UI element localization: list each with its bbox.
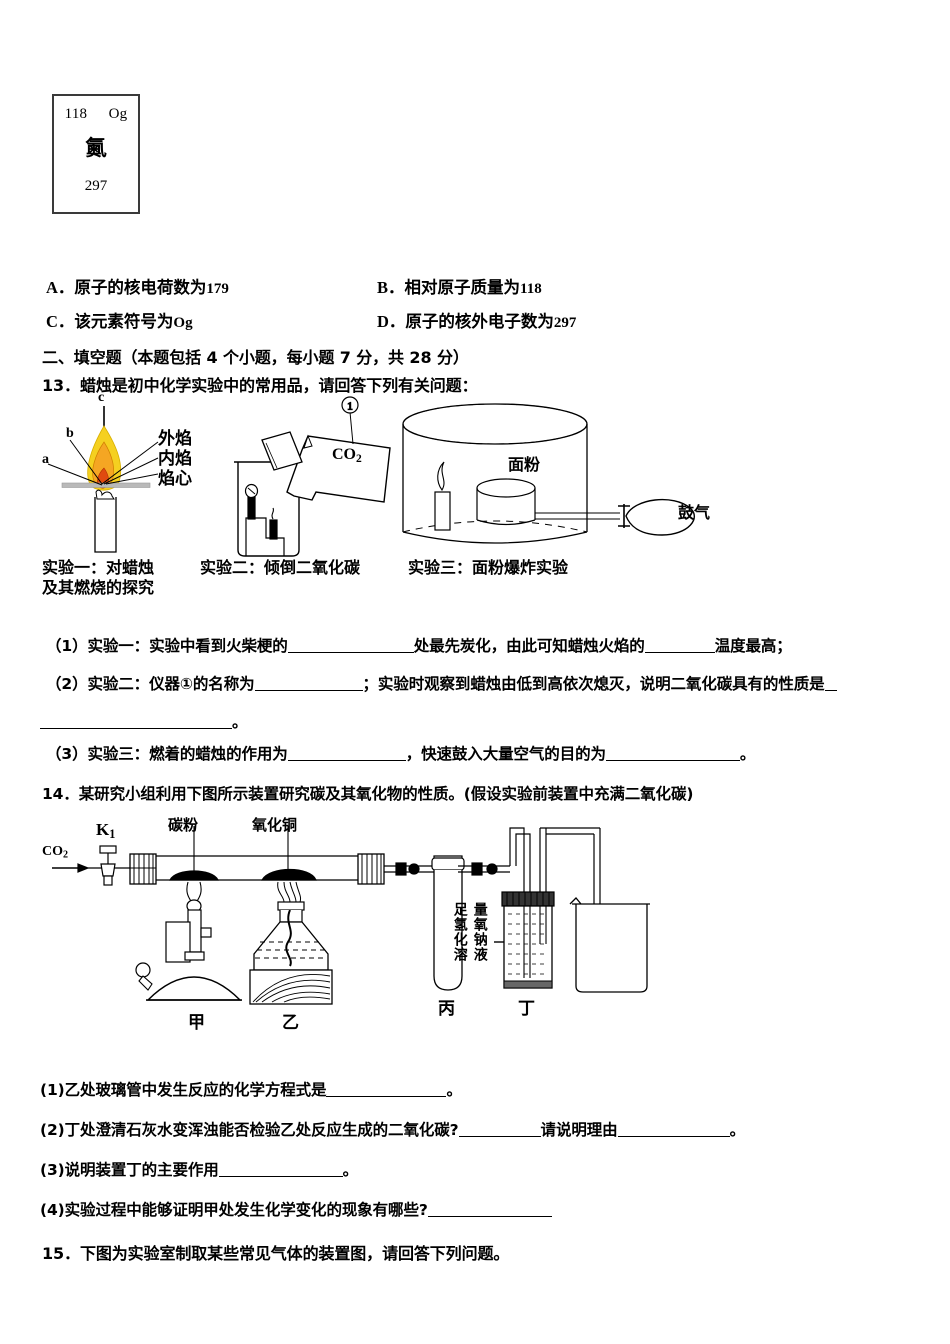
- figure-14-svg: [52, 826, 650, 1005]
- option-a-text: 原子的核电荷数为: [74, 278, 207, 297]
- answer-blank[interactable]: [824, 690, 837, 691]
- apparatus-label-bing: 丙: [438, 999, 455, 1019]
- question-14-figure: CO2 K1 碳粉 氧化铜 量氧钠液 足氢化溶 甲 乙 丙 丁: [40, 816, 680, 1050]
- answer-blank[interactable]: [254, 690, 363, 691]
- question-13-part-2-cont: 。: [40, 710, 248, 732]
- option-d-value: 297: [553, 315, 577, 331]
- experiment-3-flour-explosion: [402, 403, 696, 544]
- figure-13-svg: 1: [47, 396, 696, 557]
- answer-blank[interactable]: [617, 1136, 730, 1137]
- co2-bottle-label: CO2: [332, 446, 362, 465]
- flour-label: 面粉: [508, 455, 541, 474]
- experiment-3-caption: 实验三：面粉爆炸实验: [408, 558, 569, 577]
- question-13-part-1: （1）实验一：实验中看到火柴梗的处最先炭化，由此可知蜡烛火焰的温度最高；: [46, 637, 792, 655]
- experiment-1-candle: [47, 406, 159, 553]
- question-14-part-1: (1)乙处玻璃管中发生反应的化学方程式是。: [40, 1081, 462, 1099]
- question-14-part-3: (3)说明装置丁的主要作用。: [40, 1161, 359, 1179]
- question-15-stem: 15．下图为实验室制取某些常见气体的装置图，请回答下列问题。: [42, 1244, 510, 1263]
- valve-k1-label: K1: [96, 820, 116, 842]
- apparatus-label-ding: 丁: [518, 999, 535, 1019]
- flame-label-c: c: [98, 390, 105, 405]
- option-a-value: 179: [206, 281, 229, 297]
- option-c-letter: C．: [46, 312, 75, 331]
- question-13-part-3: （3）实验三：燃着的蜡烛的作用为，快速鼓入大量空气的目的为。: [46, 745, 756, 763]
- flame-zone-label-outer: 外焰: [158, 429, 192, 449]
- answer-blank[interactable]: [427, 1216, 552, 1217]
- section-heading: 二、填空题（本题包括 4 个小题，每小题 7 分，共 28 分）: [42, 348, 469, 367]
- option-b-text: 相对原子质量为: [404, 278, 521, 297]
- answer-blank[interactable]: [218, 1176, 343, 1177]
- flame-label-b: b: [66, 426, 74, 441]
- naoh-solution-label-col-left: 足氢化溶: [451, 902, 468, 962]
- question-13-part-2: （2）实验二：仪器①的名称为；实验时观察到蜡烛由低到高依次熄灭，说明二氧化碳具有…: [46, 672, 837, 694]
- option-c-value: Og: [173, 315, 193, 331]
- naoh-solution-label-col-right: 量氧钠液: [471, 902, 488, 962]
- element-symbol: Og: [108, 106, 128, 122]
- question-14-stem: 14．某研究小组利用下图所示装置研究碳及其氧化物的性质。(假设实验前装置中充满二…: [42, 785, 694, 803]
- question-14-part-4: (4)实验过程中能够证明甲处发生化学变化的现象有哪些?: [40, 1198, 552, 1220]
- carbon-powder-label: 碳粉: [168, 816, 199, 834]
- element-info-box: 118 Og 鿫 297: [52, 94, 140, 214]
- answer-blank[interactable]: [40, 728, 232, 729]
- experiment-2-caption: 实验二：倾倒二氧化碳: [200, 558, 361, 577]
- option-c: C．该元素符号为Og: [46, 308, 193, 332]
- option-a-letter: A．: [46, 278, 75, 297]
- element-relative-mass: 297: [84, 178, 108, 194]
- answer-blank[interactable]: [287, 652, 414, 653]
- experiment-2-pour-co2: 1: [234, 396, 391, 557]
- option-b-value: 118: [520, 281, 542, 297]
- element-box-top-row: 118 Og: [54, 106, 138, 123]
- element-atomic-number: 118: [64, 106, 88, 122]
- element-chinese-name: 鿫: [85, 136, 107, 160]
- flame-zone-label-core: 焰心: [158, 469, 192, 489]
- copper-oxide-label: 氧化铜: [252, 816, 298, 834]
- svg-text:1: 1: [347, 401, 353, 413]
- option-d-text: 原子的核外电子数为: [405, 312, 554, 331]
- flame-zone-label-inner: 内焰: [158, 449, 192, 469]
- inlet-gas-label: CO2: [42, 844, 69, 861]
- answer-blank[interactable]: [287, 760, 406, 761]
- answer-blank[interactable]: [605, 760, 740, 761]
- apparatus-label-yi: 乙: [282, 1013, 299, 1033]
- option-d: D．原子的核外电子数为297: [377, 308, 576, 332]
- apparatus-label-jia: 甲: [188, 1013, 205, 1033]
- experiment-1-caption: 实验一：对蜡烛 及其燃烧的探究: [42, 558, 155, 597]
- flame-label-a: a: [42, 452, 49, 467]
- answer-blank[interactable]: [644, 652, 715, 653]
- answer-blank[interactable]: [326, 1096, 447, 1097]
- option-a: A．原子的核电荷数为179: [46, 274, 229, 298]
- option-d-letter: D．: [377, 312, 406, 331]
- question-13-figure: 1: [40, 390, 720, 597]
- answer-blank[interactable]: [458, 1136, 541, 1137]
- question-14-part-2: (2)丁处澄清石灰水变浑浊能否检验乙处反应生成的二氧化碳?请说明理由。: [40, 1121, 745, 1139]
- option-c-text: 该元素符号为: [74, 312, 174, 331]
- blow-air-label: 鼓气: [678, 503, 711, 522]
- option-b-letter: B．: [377, 278, 405, 297]
- option-b: B．相对原子质量为118: [377, 274, 542, 298]
- question-13-stem: 13．蜡烛是初中化学实验中的常用品，请回答下列有关问题：: [42, 376, 478, 395]
